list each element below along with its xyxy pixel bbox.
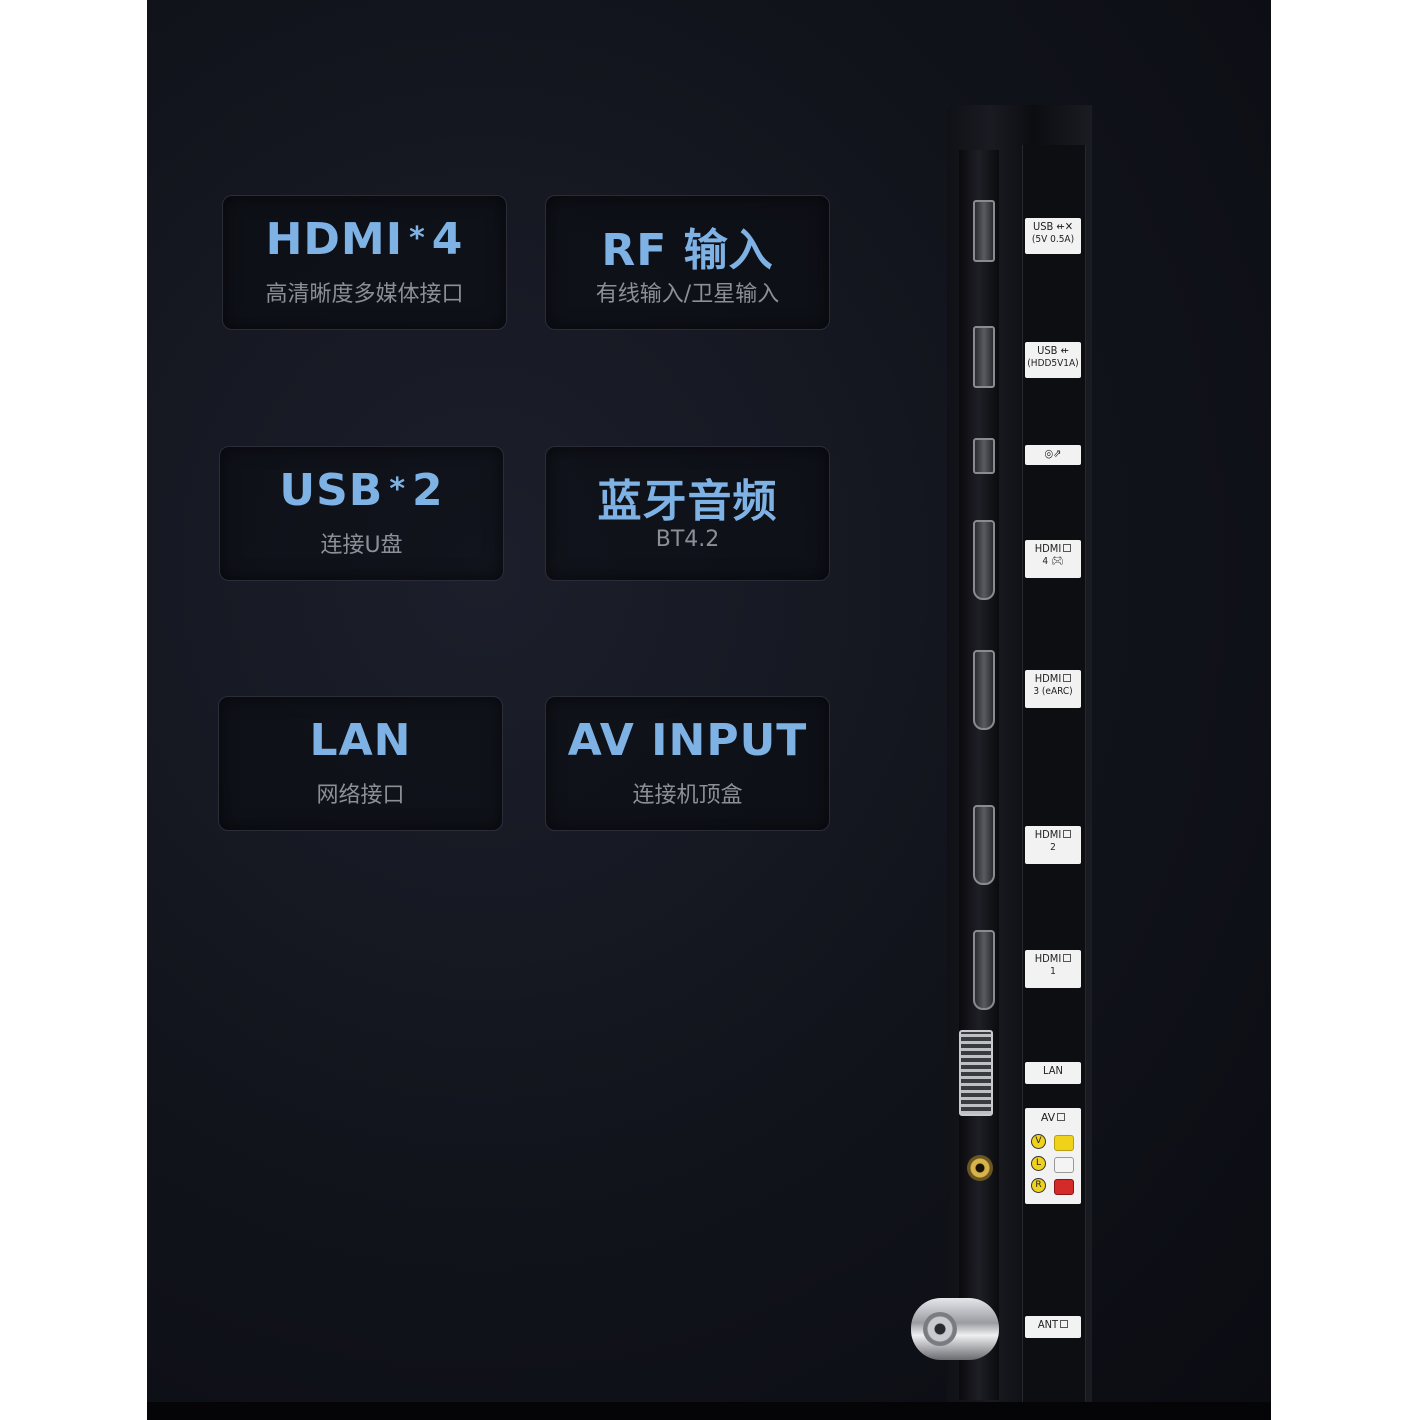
feature-title: 蓝牙音频 (597, 476, 778, 527)
feature-card-hdmi: HDMI*4 高清晰度多媒体接口 (222, 195, 507, 330)
port-label-line: HDMI (1034, 828, 1062, 841)
port-label-line: ANT (1037, 1318, 1059, 1331)
hdmi-port (973, 650, 995, 730)
feature-subtitle: 高清晰度多媒体接口 (265, 282, 464, 307)
feature-title-text: USB (279, 465, 384, 516)
port-label-subline-wrap: 4 🎮︎ (1026, 555, 1080, 568)
hdmi-port (973, 930, 995, 1010)
port-label-subline: (HDD5V1A) (1027, 358, 1079, 369)
arc-icon (1063, 544, 1072, 552)
lan-port (959, 1030, 993, 1116)
port-label-ant: ANT (1025, 1316, 1081, 1338)
usb-port (973, 200, 995, 262)
port-label-line: HDMI (1034, 542, 1062, 555)
port-label-usb1: USB ⇷✕ (5V 0.5A) (1025, 218, 1081, 254)
feature-card-rf: RF 输入 有线输入/卫星输入 (545, 195, 830, 330)
multiply-sign: * (409, 221, 426, 256)
antenna-connector (911, 1298, 999, 1360)
port-label-hdmi3: HDMI 3 (eARC) (1025, 670, 1081, 708)
port-label-av: AV V L R (1025, 1108, 1081, 1204)
port-label-subline: 3 (eARC) (1033, 686, 1073, 697)
feature-title-text: HDMI (265, 214, 404, 265)
feature-card-usb: USB*2 连接U盘 (219, 446, 504, 581)
feature-subtitle: 有线输入/卫星输入 (595, 282, 780, 307)
av-letter: R (1031, 1178, 1046, 1193)
av-row-right: R (1030, 1176, 1076, 1196)
arc-icon (1063, 830, 1072, 838)
port-label-subline: (5V 0.5A) (1031, 234, 1075, 245)
arc-icon (1060, 1320, 1069, 1328)
av-letter: L (1031, 1156, 1046, 1171)
av-plug-yellow (1054, 1135, 1074, 1151)
av-letter: V (1031, 1134, 1046, 1149)
feature-title: USB*2 (220, 465, 503, 516)
feature-card-lan: LAN 网络接口 (218, 696, 503, 831)
feature-card-av-input: AV INPUT 连接机顶盒 (545, 696, 830, 831)
port-label-line: AV (1040, 1111, 1056, 1124)
port-label-line: USB ⇷ (1037, 344, 1069, 357)
feature-title: RF 输入 (601, 225, 774, 276)
port-label-line: LAN (1043, 1064, 1063, 1077)
feature-title: AV INPUT (567, 715, 808, 766)
feature-card-bluetooth: 蓝牙音频 BT4.2 (545, 446, 830, 581)
feature-subtitle: 网络接口 (316, 783, 405, 808)
port-label-subline: 1 (1050, 966, 1056, 977)
arc-icon (1057, 1113, 1066, 1121)
port-label-hdmi2: HDMI 2 (1025, 826, 1081, 864)
gamepad-icon: 🎮︎ (1050, 556, 1064, 567)
hdmi-port (973, 520, 995, 600)
port-label-line: HDMI (1034, 952, 1062, 965)
arc-icon (1063, 674, 1072, 682)
feature-count: 2 (412, 465, 444, 516)
feature-title: LAN (309, 715, 412, 766)
av-plug-red (1054, 1179, 1074, 1195)
feature-subtitle: BT4.2 (655, 527, 720, 552)
port-label-line: HDMI (1034, 672, 1062, 685)
feature-count: 4 (431, 214, 464, 265)
port-label-hdmi1: HDMI 1 (1025, 950, 1081, 988)
port-label-hdmi4: HDMI 4 🎮︎ (1025, 540, 1081, 578)
antenna-connector-core (923, 1312, 957, 1346)
feature-subtitle: 连接机顶盒 (632, 783, 743, 808)
port-label-line: USB ⇷✕ (1032, 220, 1074, 233)
port-label-usb2: USB ⇷ (HDD5V1A) (1025, 342, 1081, 378)
port-label-lan: LAN (1025, 1062, 1081, 1084)
port-label-strip (1022, 145, 1086, 1410)
av-jack (967, 1155, 993, 1181)
port-label-subline: 4 (1042, 556, 1049, 567)
arc-icon (1063, 954, 1072, 962)
av-header: AV (1025, 1111, 1081, 1124)
av-row-video: V (1030, 1132, 1076, 1152)
av-row-left: L (1030, 1154, 1076, 1174)
feature-subtitle: 连接U盘 (320, 533, 403, 558)
port-label-optical: ◎⇗ (1025, 445, 1081, 465)
usb-port (973, 326, 995, 388)
product-banner: HDMI*4 高清晰度多媒体接口 RF 输入 有线输入/卫星输入 USB*2 连… (147, 0, 1271, 1420)
port-label-subline: 2 (1050, 842, 1056, 853)
multiply-sign: * (389, 472, 407, 507)
port-label-line: ◎⇗ (1044, 447, 1062, 460)
av-plug-white (1054, 1157, 1074, 1173)
bottom-bar (147, 1402, 1271, 1420)
hdmi-port (973, 805, 995, 885)
feature-title: HDMI*4 (223, 214, 506, 265)
optical-port (973, 438, 995, 474)
